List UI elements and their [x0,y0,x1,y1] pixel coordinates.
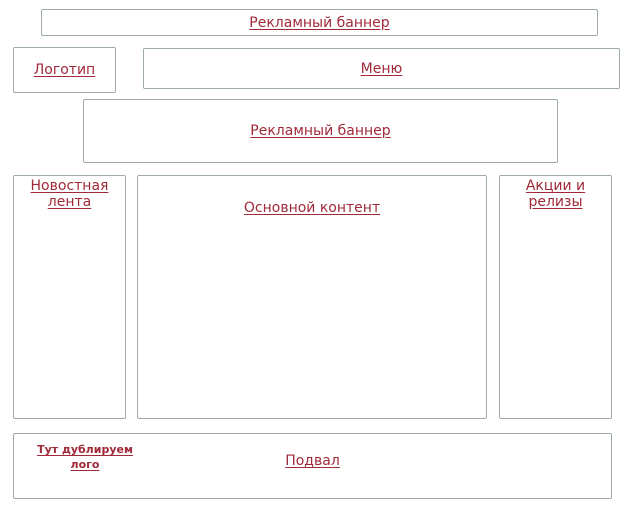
promos-releases-link[interactable]: Акции и релизы [525,178,586,210]
logo-link[interactable]: Логотип [33,62,96,78]
top-ad-banner-box: Рекламный баннер [41,9,598,36]
news-feed-column: Новостная лента [13,175,126,419]
menu-box: Меню [143,48,620,89]
promos-releases-column: Акции и релизы [499,175,612,419]
top-ad-banner-link[interactable]: Рекламный баннер [249,14,390,31]
news-feed-link[interactable]: Новостная лента [30,178,109,210]
main-content-link[interactable]: Основной контент [243,200,381,216]
footer-logo-note-link[interactable]: Тут дублируем лого [37,443,133,471]
footer-link[interactable]: Подвал [285,453,340,469]
logo-box: Логотип [13,47,116,93]
main-content-column: Основной контент [137,175,487,419]
mid-ad-banner-box: Рекламный баннер [83,99,558,163]
mid-ad-banner-link[interactable]: Рекламный баннер [250,123,391,139]
footer-box: Тут дублируем лого Подвал [13,433,612,499]
menu-link[interactable]: Меню [360,60,403,77]
